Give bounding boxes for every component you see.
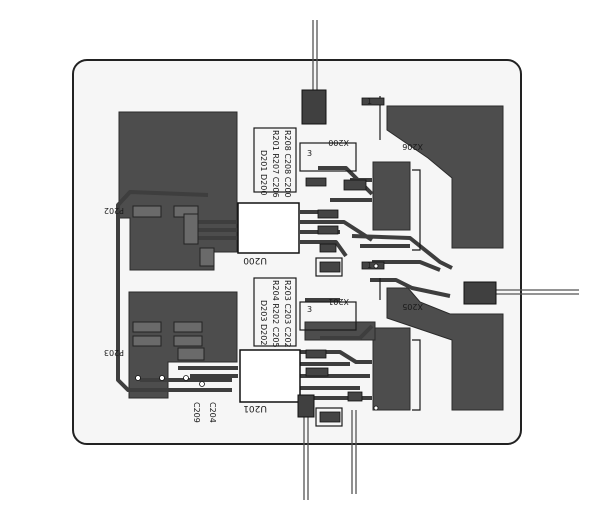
label-c209: C209 (192, 402, 201, 423)
top-lead-part (301, 89, 327, 125)
silk-top-1: R208 C208 C200 (283, 130, 292, 198)
pin-x200-3: 3 (307, 149, 312, 158)
silk-top-2: R201 R207 C206 (271, 130, 280, 198)
small-pads (135, 97, 385, 423)
label-x200: X200 (328, 138, 349, 147)
label-u200: U200 (243, 255, 267, 265)
label-p203: P203 (104, 348, 124, 357)
label-u201: U201 (243, 403, 267, 413)
silk-bottom-3: D203 D202 (259, 300, 268, 345)
u201-body (239, 349, 301, 403)
right-lead-part (463, 281, 497, 305)
label-c204: C204 (208, 402, 217, 423)
labels: U200 U201 X200 X201 X206 X205 P202 P203 … (104, 97, 423, 423)
label-x206: X206 (402, 142, 423, 151)
silk-top-3: D201 D200 (259, 150, 268, 195)
label-p202: P202 (104, 206, 124, 215)
pin-x201-3: 3 (307, 305, 312, 314)
lead-wires (303, 20, 579, 500)
u200-body (237, 202, 300, 254)
label-x205: X205 (402, 302, 423, 311)
silk-bottom-2: R204 R202 C205 (271, 280, 280, 348)
label-x201: X201 (328, 297, 349, 306)
pin-x205-1: 1 (367, 261, 372, 270)
left-pads (132, 205, 215, 361)
silk-bottom-1: R203 C203 C202 (283, 280, 292, 348)
pin-x206-1: 1 (367, 97, 372, 106)
bottom-lead-part (297, 394, 315, 418)
